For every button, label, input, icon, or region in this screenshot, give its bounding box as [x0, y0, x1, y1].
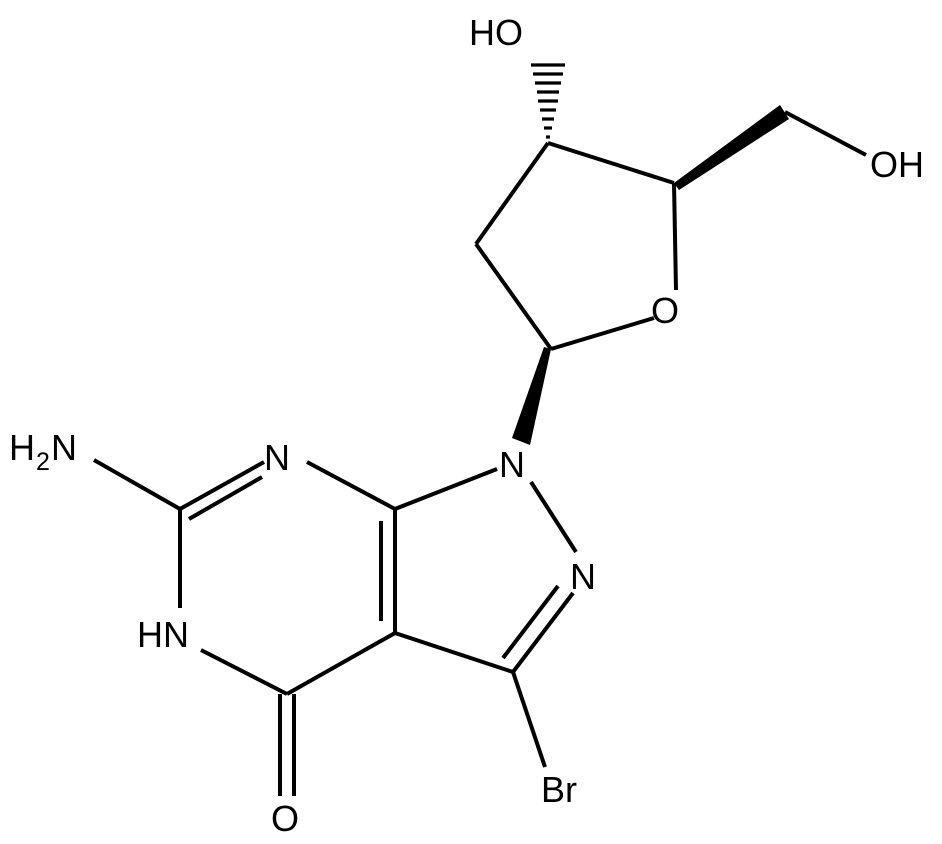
- solid-wedge-c4-c5: [674, 105, 789, 190]
- amine-h: H: [9, 427, 35, 468]
- amine-subscript: 2: [36, 448, 50, 476]
- bond-n7-c6: [179, 460, 265, 511]
- hashed-wedge-c3-ho: [531, 63, 565, 139]
- atom-label-n3: N: [264, 437, 290, 478]
- bond-c5-oh: [784, 110, 867, 157]
- atom-label-o-carbonyl: O: [271, 798, 299, 839]
- atom-label-ho-top: HO: [469, 12, 523, 53]
- bond-c4-c3a: [286, 631, 396, 696]
- bond-c7a-n7: [306, 460, 396, 511]
- bond-c3-br: [511, 671, 547, 768]
- amine-n: N: [51, 427, 77, 468]
- atom-label-nh2: H 2 N: [9, 427, 77, 476]
- bond-o-ring-c1: [550, 316, 655, 351]
- bond-c3-c4: [547, 141, 675, 185]
- bond-c3-c3a: [394, 631, 514, 674]
- bond-c1-c2: [474, 242, 553, 351]
- bond-n2-c3-inner: [501, 584, 560, 660]
- bond-nh-c4: [200, 648, 288, 696]
- atom-label-n1: N: [499, 444, 525, 485]
- atom-label-hn: HN: [137, 614, 189, 655]
- atom-label-br: Br: [541, 769, 577, 810]
- bond-c6-nh2: [93, 458, 181, 511]
- bond-n1-c7a: [394, 467, 498, 511]
- bond-c2-c3: [474, 141, 550, 246]
- solid-wedge-c1-n1: [512, 347, 551, 445]
- bond-c4-o-ring: [672, 182, 678, 291]
- atom-label-o-ring: O: [651, 290, 679, 331]
- bond-n7-c6-inner: [188, 475, 263, 521]
- bond-n1-n2: [529, 480, 578, 554]
- bond-n2-c3-outer: [511, 591, 575, 674]
- atom-label-oh-right: OH: [870, 144, 924, 185]
- atom-label-n2: N: [570, 556, 596, 597]
